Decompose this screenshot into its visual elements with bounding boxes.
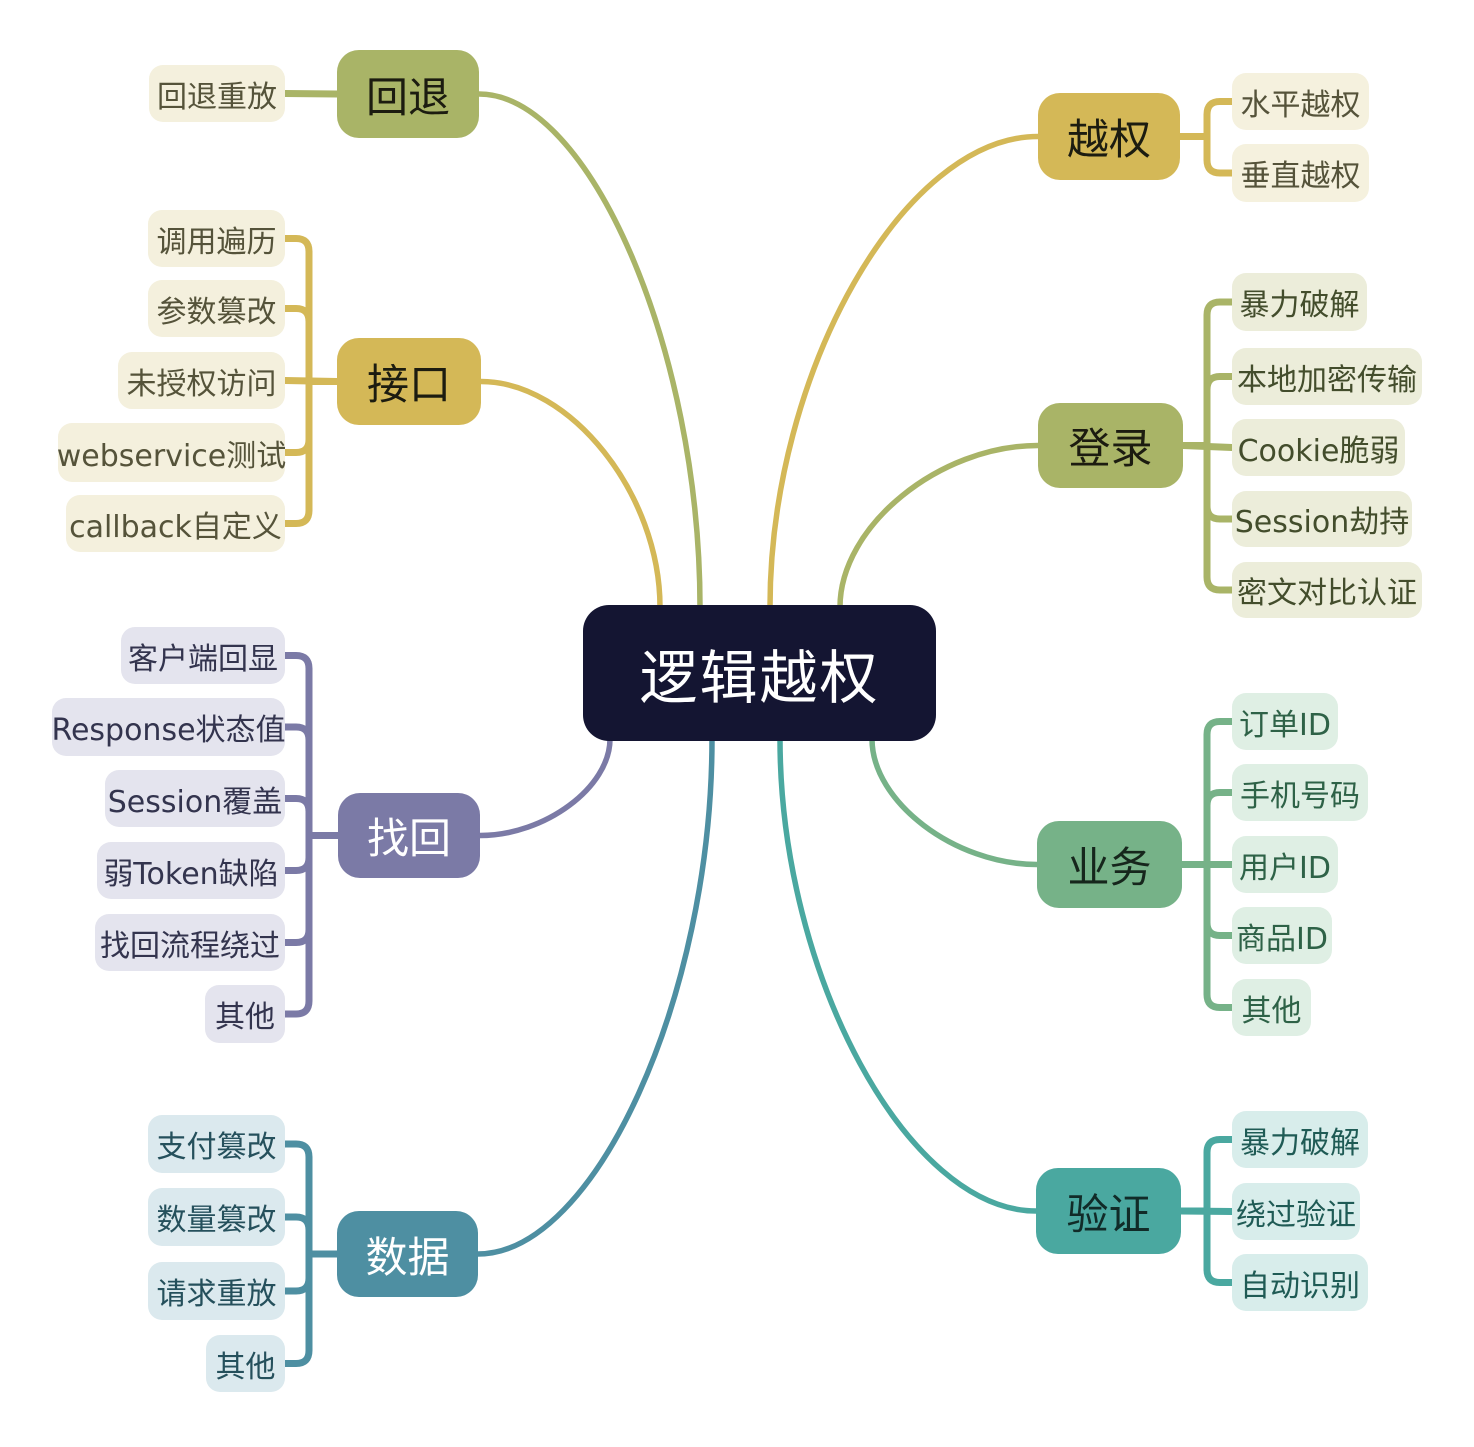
branch-node-yuequan[interactable]: 越权 xyxy=(1038,93,1180,180)
child-node-shuju-3[interactable]: 其他 xyxy=(206,1335,285,1392)
child-node-yanzheng-0[interactable]: 暴力破解 xyxy=(1232,1111,1368,1168)
connector-child-zhaohui-5 xyxy=(281,832,313,1018)
branch-node-yewu[interactable]: 业务 xyxy=(1037,821,1182,908)
branch-node-yanzheng[interactable]: 验证 xyxy=(1036,1168,1181,1254)
connector-child-shuju-3 xyxy=(281,1250,313,1367)
branch-node-huitui[interactable]: 回退 xyxy=(337,50,479,138)
child-node-shuju-0[interactable]: 支付篡改 xyxy=(148,1115,285,1173)
child-node-yewu-2[interactable]: 用户ID xyxy=(1232,836,1338,893)
child-node-yewu-1[interactable]: 手机号码 xyxy=(1232,764,1368,821)
connector-child-huitui xyxy=(281,90,341,98)
child-node-huitui-0[interactable]: 回退重放 xyxy=(149,65,285,122)
branch-node-denglu[interactable]: 登录 xyxy=(1038,403,1183,488)
child-node-shuju-2[interactable]: 请求重放 xyxy=(148,1262,285,1320)
child-node-zhaohui-2[interactable]: Session覆盖 xyxy=(105,770,285,827)
connector-child-denglu-3 xyxy=(1203,442,1236,523)
connector-child-yewu-3 xyxy=(1203,861,1236,939)
connector-child-shuju-1 xyxy=(281,1213,313,1258)
connector-center-huitui xyxy=(476,91,703,610)
connector-child-zhaohui-0 xyxy=(281,652,313,839)
child-node-jiekou-3[interactable]: webservice测试 xyxy=(57,423,286,482)
connector-child-zhaohui-2 xyxy=(281,795,313,839)
child-node-yewu-0[interactable]: 订单ID xyxy=(1232,693,1338,750)
child-node-yewu-3[interactable]: 商品ID xyxy=(1232,907,1332,964)
connector-child-yewu-4 xyxy=(1203,861,1236,1011)
connector-child-yanzheng-0 xyxy=(1203,1136,1236,1215)
connector-child-zhaohui-1 xyxy=(281,723,313,839)
child-node-jiekou-1[interactable]: 参数篡改 xyxy=(148,280,285,337)
branch-node-shuju[interactable]: 数据 xyxy=(337,1211,478,1297)
child-node-denglu-4[interactable]: 密文对比认证 xyxy=(1232,562,1422,618)
connector-child-shuju-2 xyxy=(281,1250,313,1295)
connector-child-yewu-0 xyxy=(1203,718,1236,868)
connector-center-zhaohui xyxy=(477,736,613,839)
child-node-yanzheng-1[interactable]: 绕过验证 xyxy=(1232,1183,1360,1240)
child-node-denglu-2[interactable]: Cookie脆弱 xyxy=(1232,419,1405,476)
child-node-shuju-1[interactable]: 数量篡改 xyxy=(148,1188,285,1246)
connector-child-zhaohui-3 xyxy=(281,832,313,874)
connector-child-denglu-0 xyxy=(1203,298,1236,449)
child-node-zhaohui-3[interactable]: 弱Token缺陷 xyxy=(97,842,285,899)
child-node-jiekou-4[interactable]: callback自定义 xyxy=(66,495,285,552)
child-node-jiekou-0[interactable]: 调用遍历 xyxy=(148,210,285,267)
connector-child-jiekou-0 xyxy=(281,235,313,385)
connector-child-jiekou-1 xyxy=(281,305,313,385)
branch-node-zhaohui[interactable]: 找回 xyxy=(338,793,480,878)
connector-child-jiekou-4 xyxy=(281,378,313,527)
connector-center-shuju xyxy=(475,736,715,1257)
child-node-zhaohui-5[interactable]: 其他 xyxy=(205,985,285,1043)
connector-center-denglu xyxy=(837,442,1041,610)
child-node-zhaohui-1[interactable]: Response状态值 xyxy=(51,698,286,756)
connector-center-yanzheng xyxy=(777,736,1039,1214)
connector-center-jiekou xyxy=(478,378,663,610)
branch-node-jiekou[interactable]: 接口 xyxy=(337,338,481,425)
child-node-yuequan-1[interactable]: 垂直越权 xyxy=(1232,144,1369,202)
child-node-yewu-4[interactable]: 其他 xyxy=(1232,979,1311,1036)
connector-child-shuju-0 xyxy=(281,1140,313,1258)
connector-child-yanzheng-2 xyxy=(1203,1207,1236,1286)
child-node-denglu-3[interactable]: Session劫持 xyxy=(1232,491,1412,547)
connector-child-yuequan-1 xyxy=(1203,133,1236,177)
connector-child-zhaohui-4 xyxy=(281,832,313,946)
child-node-yuequan-0[interactable]: 水平越权 xyxy=(1232,73,1369,130)
child-node-denglu-1[interactable]: 本地加密传输 xyxy=(1232,348,1422,405)
child-node-zhaohui-0[interactable]: 客户端回显 xyxy=(121,627,285,684)
child-node-denglu-0[interactable]: 暴力破解 xyxy=(1232,273,1367,331)
connector-center-yuequan xyxy=(767,133,1041,610)
root-node[interactable]: 逻辑越权 xyxy=(583,605,936,741)
child-node-yanzheng-2[interactable]: 自动识别 xyxy=(1232,1254,1368,1311)
connector-child-jiekou-3 xyxy=(281,378,313,456)
connector-child-yewu-1 xyxy=(1203,789,1236,868)
child-node-zhaohui-4[interactable]: 找回流程绕过 xyxy=(95,914,285,971)
child-node-jiekou-2[interactable]: 未授权访问 xyxy=(118,352,285,409)
connector-child-denglu-1 xyxy=(1203,373,1236,449)
connector-child-denglu-4 xyxy=(1203,442,1236,594)
connector-center-yewu xyxy=(869,736,1040,868)
connector-child-yuequan-0 xyxy=(1203,98,1236,140)
